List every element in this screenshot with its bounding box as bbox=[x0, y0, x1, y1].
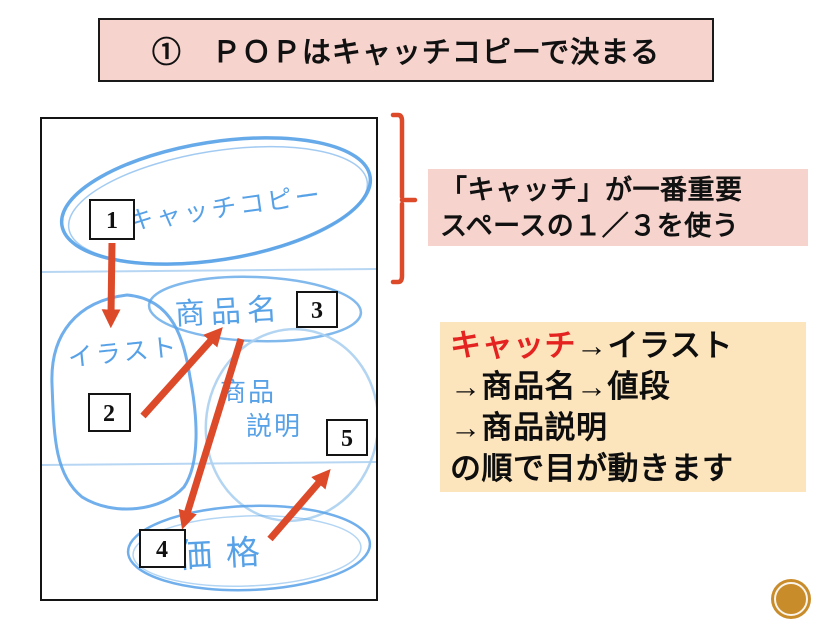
brace-bracket bbox=[390, 112, 418, 285]
note-line3: →商品説明 bbox=[450, 410, 608, 445]
order-box-2-label: 2 bbox=[103, 401, 115, 427]
guide-line-bottom bbox=[42, 461, 376, 466]
callout-line1: 「キャッチ」が一番重要 bbox=[440, 174, 743, 205]
order-box-1-label: 1 bbox=[106, 208, 118, 234]
gold-coin-logo bbox=[771, 579, 811, 619]
note-catch-highlight: キャッチ bbox=[450, 328, 576, 363]
product-name-label: 商品名 bbox=[174, 292, 284, 333]
slide-title: ① ＰＯＰはキャッチコピーで決まる bbox=[151, 37, 661, 69]
order-box-1: 1 bbox=[89, 199, 135, 240]
note-line4: の順で目が動きます bbox=[450, 451, 734, 486]
price-oval-inner bbox=[132, 515, 362, 587]
sketch-drawing: キャッチコピー 商品名 イラスト 商品 説明 価格 1 2 3 bbox=[42, 136, 376, 592]
coin-ring bbox=[774, 582, 808, 616]
guide-line-top bbox=[42, 268, 376, 273]
description-label-bottom: 説明 bbox=[246, 412, 302, 442]
arrow-4-to-5 bbox=[267, 469, 331, 542]
eye-flow-note: キャッチ→イラスト →商品名→値段 →商品説明 の順で目が動きます bbox=[440, 322, 806, 492]
note-line1-rest: →イラスト bbox=[576, 328, 733, 363]
order-box-4-label: 4 bbox=[156, 537, 168, 563]
order-box-3-label: 3 bbox=[311, 298, 323, 324]
slide-title-banner: ① ＰＯＰはキャッチコピーで決まる bbox=[98, 18, 714, 82]
order-box-5-label: 5 bbox=[341, 426, 353, 452]
note-line1: キャッチ→イラスト bbox=[450, 325, 806, 366]
pop-layout-sketch: キャッチコピー 商品名 イラスト 商品 説明 価格 1 2 3 bbox=[40, 117, 378, 601]
order-box-5: 5 bbox=[326, 419, 368, 456]
note-line2: →商品名→値段 bbox=[450, 369, 671, 404]
illustration-label: イラスト bbox=[67, 332, 181, 372]
description-blob bbox=[204, 327, 376, 523]
arrow-2-to-3 bbox=[140, 327, 223, 419]
order-box-3: 3 bbox=[296, 291, 338, 328]
arrow-1-to-2 bbox=[101, 242, 121, 329]
catch-importance-callout: 「キャッチ」が一番重要 スペースの１／３を使う bbox=[428, 169, 808, 246]
order-box-4: 4 bbox=[139, 529, 186, 568]
callout-line2: スペースの１／３を使う bbox=[440, 210, 740, 241]
catch-copy-oval-inner bbox=[67, 145, 369, 265]
price-label: 価格 bbox=[177, 532, 275, 577]
order-box-2: 2 bbox=[88, 393, 131, 432]
catch-copy-label: キャッチコピー bbox=[126, 180, 324, 236]
arrow-3-to-4 bbox=[178, 337, 245, 530]
price-oval bbox=[126, 504, 372, 592]
